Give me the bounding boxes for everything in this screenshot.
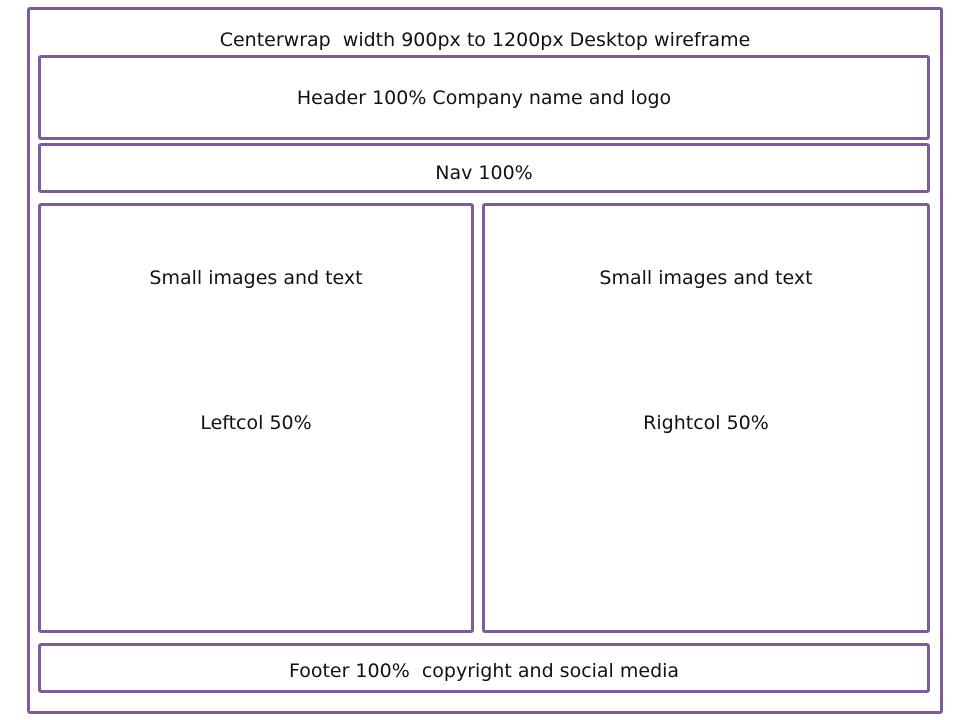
leftcol-content-label: Small images and text: [149, 267, 363, 289]
footer-box: Footer 100% copyright and social media: [38, 643, 930, 693]
nav-box: Nav 100%: [38, 143, 930, 193]
leftcol-label: Leftcol 50%: [200, 412, 312, 434]
footer-label: Footer 100% copyright and social media: [288, 660, 680, 682]
leftcol-box: Small images and text Leftcol 50%: [38, 203, 474, 633]
nav-label: Nav 100%: [435, 162, 533, 184]
rightcol-label: Rightcol 50%: [643, 412, 769, 434]
rightcol-box: Small images and text Rightcol 50%: [482, 203, 930, 633]
header-box: Header 100% Company name and logo: [38, 55, 930, 140]
centerwrap-label: Centerwrap width 900px to 1200px Desktop…: [219, 29, 751, 51]
header-label: Header 100% Company name and logo: [296, 87, 672, 109]
rightcol-content-label: Small images and text: [599, 267, 813, 289]
